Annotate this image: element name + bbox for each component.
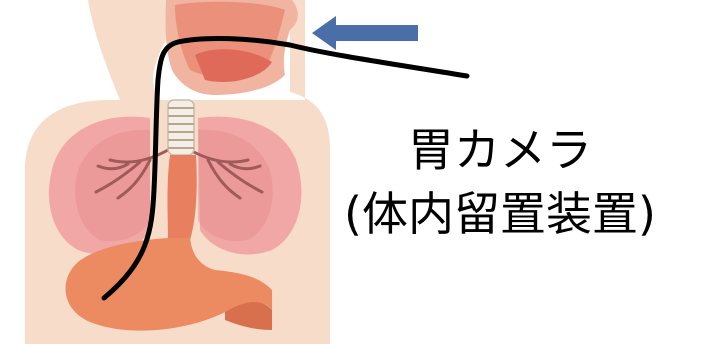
label-line-1: 胃カメラ (400, 122, 600, 178)
esophagus (168, 155, 197, 240)
label-line-2: (体内留置装置) (300, 186, 700, 242)
arrow-left-icon (312, 16, 418, 50)
trachea (168, 100, 194, 155)
